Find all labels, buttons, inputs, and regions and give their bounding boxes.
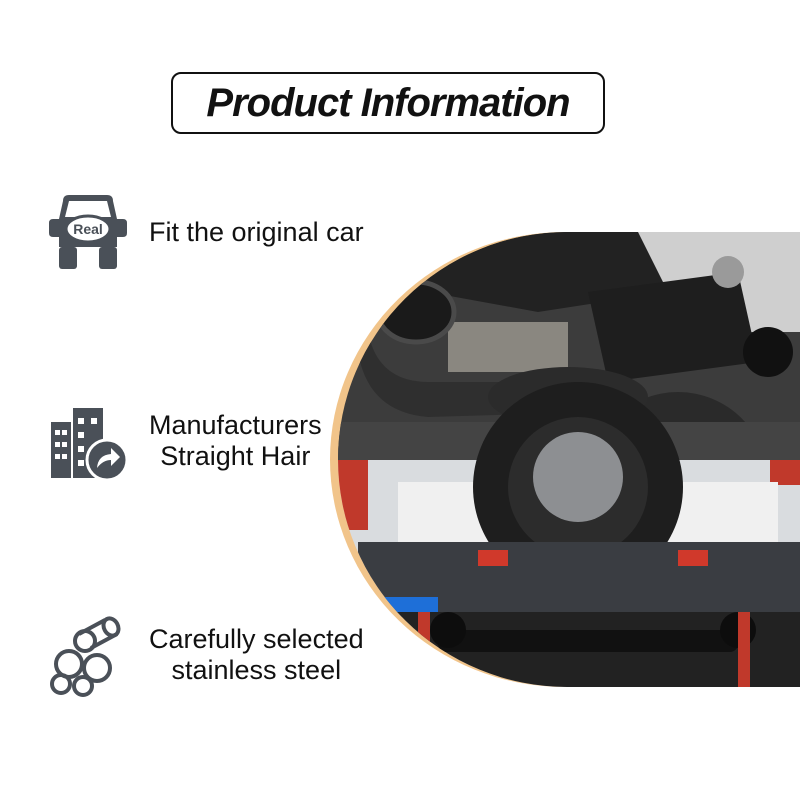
feature-label-line: Straight Hair — [160, 441, 311, 471]
feature-label-line: Carefully selected — [149, 624, 364, 654]
real-badge-text: Real — [73, 221, 103, 237]
feature-stainless-steel: Carefully selected stainless steel — [45, 612, 364, 698]
title-box: Product Information — [171, 72, 605, 134]
feature-label-line: Manufacturers — [149, 410, 322, 440]
real-car-icon: Real — [49, 195, 127, 269]
feature-label: Carefully selected stainless steel — [149, 624, 364, 686]
steel-pipes-icon — [50, 616, 121, 697]
product-photo-inner — [338, 232, 800, 687]
feature-fit-original-car: Real Fit the original car — [45, 189, 364, 275]
feature-label: Fit the original car — [149, 217, 364, 248]
feature-manufacturers: Manufacturers Straight Hair — [45, 398, 322, 484]
product-photo — [330, 232, 800, 687]
feature-label: Manufacturers Straight Hair — [149, 410, 322, 472]
page-title: Product Information — [206, 80, 570, 125]
factory-direct-icon — [51, 408, 129, 482]
feature-label-line: stainless steel — [171, 655, 342, 685]
exhaust-illustration — [338, 232, 800, 687]
feature-label-line: Fit the original car — [149, 216, 364, 247]
